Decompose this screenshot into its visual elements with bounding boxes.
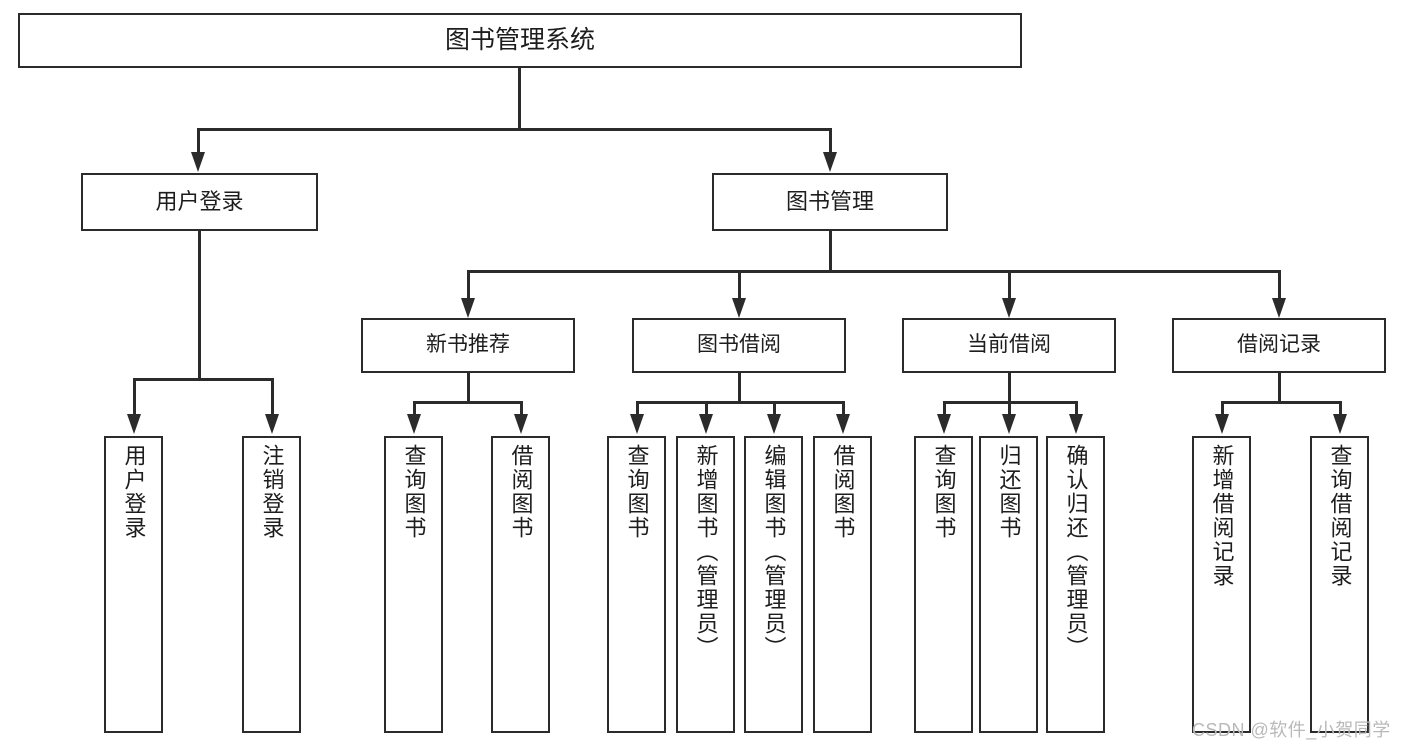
- arrowhead-icon: [265, 414, 279, 434]
- arrowhead-icon: [1272, 298, 1286, 318]
- node-new-book-recommend[interactable]: 新书推荐: [361, 318, 575, 373]
- connector-level2-bus: [468, 270, 1280, 273]
- connector-to-leaf-query-record: [1339, 401, 1342, 418]
- node-root-system[interactable]: 图书管理系统: [18, 13, 1022, 68]
- node-label: 图书借阅: [697, 333, 781, 357]
- arrowhead-icon: [127, 414, 141, 434]
- arrowhead-icon: [407, 414, 421, 434]
- connector-root-to-book-manage: [829, 128, 832, 156]
- arrowhead-icon: [191, 152, 205, 172]
- connector-to-leaf-confirm-return: [1075, 401, 1078, 418]
- node-label: 查询图书: [401, 444, 427, 540]
- connector-to-new-book-recommend: [467, 270, 470, 302]
- node-label: 图书管理系统: [444, 25, 595, 54]
- connector-to-borrow-record: [1278, 270, 1281, 302]
- leaf-add-borrow-record[interactable]: 新增借阅记录: [1192, 436, 1251, 733]
- node-label: 查询图书: [624, 444, 650, 540]
- watermark-text: CSDN @软件_小贺同学: [1192, 720, 1391, 740]
- connector-borrow-record-stem: [1278, 373, 1281, 403]
- leaf-logout[interactable]: 注销登录: [242, 436, 301, 733]
- arrowhead-icon: [514, 414, 528, 434]
- leaf-query-book-borrow[interactable]: 查询图书: [607, 436, 666, 733]
- arrowhead-icon: [732, 298, 746, 318]
- node-label: 图书管理: [785, 189, 874, 215]
- connector-current-borrow-stem: [1008, 373, 1011, 403]
- node-label: 借阅图书: [830, 444, 856, 540]
- connector-root-bus: [198, 128, 832, 131]
- connector-to-leaf-borrow-book-1: [520, 401, 523, 418]
- connector-book-borrow-bus: [637, 401, 844, 404]
- leaf-query-book-current[interactable]: 查询图书: [914, 436, 973, 733]
- connector-to-leaf-return-book: [1008, 401, 1011, 418]
- node-label: 新增图书（管理员）: [693, 444, 719, 660]
- connector-to-book-borrow: [738, 270, 741, 302]
- leaf-borrow-book-recommend[interactable]: 借阅图书: [491, 436, 550, 733]
- node-label: 确认归还（管理员）: [1063, 444, 1089, 660]
- connector-to-leaf-add-record: [1221, 401, 1224, 418]
- connector-borrow-record-bus: [1222, 401, 1341, 404]
- node-book-management[interactable]: 图书管理: [712, 173, 948, 231]
- leaf-user-login[interactable]: 用户登录: [104, 436, 163, 733]
- connector-new-book-bus: [414, 401, 522, 404]
- leaf-borrow-book[interactable]: 借阅图书: [813, 436, 872, 733]
- connector-current-borrow-bus: [944, 401, 1077, 404]
- connector-to-leaf-query-book-2: [636, 401, 639, 418]
- node-label: 借阅记录: [1237, 333, 1321, 357]
- connector-root-stem: [518, 68, 521, 130]
- leaf-edit-book[interactable]: 编辑图书（管理员）: [744, 436, 803, 733]
- node-label: 注销登录: [259, 444, 285, 540]
- arrowhead-icon: [1333, 414, 1347, 434]
- node-book-borrow[interactable]: 图书借阅: [632, 318, 846, 373]
- node-label: 查询图书: [931, 444, 957, 540]
- node-label: 查询借阅记录: [1327, 444, 1353, 588]
- connector-to-current-borrow: [1008, 270, 1011, 302]
- connector-book-manage-stem: [829, 231, 832, 272]
- leaf-query-borrow-record[interactable]: 查询借阅记录: [1310, 436, 1369, 733]
- node-label: 新书推荐: [426, 333, 510, 357]
- connector-new-book-stem: [467, 373, 470, 403]
- connector-to-leaf-logout: [271, 378, 274, 418]
- node-current-borrow[interactable]: 当前借阅: [902, 318, 1116, 373]
- node-user-login[interactable]: 用户登录: [81, 173, 318, 231]
- arrowhead-icon: [836, 414, 850, 434]
- connector-book-borrow-stem: [738, 373, 741, 403]
- node-borrow-record[interactable]: 借阅记录: [1172, 318, 1386, 373]
- leaf-return-book[interactable]: 归还图书: [979, 436, 1038, 733]
- arrowhead-icon: [1069, 414, 1083, 434]
- connector-to-leaf-query-book-3: [943, 401, 946, 418]
- node-label: 借阅图书: [508, 444, 534, 540]
- leaf-confirm-return[interactable]: 确认归还（管理员）: [1046, 436, 1105, 733]
- node-label: 新增借阅记录: [1209, 444, 1235, 588]
- arrowhead-icon: [699, 414, 713, 434]
- node-label: 用户登录: [155, 189, 244, 215]
- connector-user-login-stem: [198, 231, 201, 380]
- arrowhead-icon: [630, 414, 644, 434]
- connector-to-leaf-borrow-book-2: [842, 401, 845, 418]
- leaf-query-book-recommend[interactable]: 查询图书: [384, 436, 443, 733]
- connector-root-to-user-login: [197, 128, 200, 156]
- leaf-add-book[interactable]: 新增图书（管理员）: [676, 436, 735, 733]
- arrowhead-icon: [823, 152, 837, 172]
- connector-to-leaf-user-login: [133, 378, 136, 418]
- connector-user-login-bus: [134, 378, 273, 381]
- arrowhead-icon: [461, 298, 475, 318]
- arrowhead-icon: [767, 414, 781, 434]
- connector-to-leaf-edit-book: [773, 401, 776, 418]
- arrowhead-icon: [1002, 298, 1016, 318]
- connector-to-leaf-query-book-1: [413, 401, 416, 418]
- node-label: 归还图书: [996, 444, 1022, 540]
- arrowhead-icon: [1002, 414, 1016, 434]
- arrowhead-icon: [1215, 414, 1229, 434]
- node-label: 编辑图书（管理员）: [761, 444, 787, 660]
- connector-to-leaf-add-book: [705, 401, 708, 418]
- node-label: 当前借阅: [967, 333, 1051, 357]
- node-label: 用户登录: [121, 444, 147, 540]
- arrowhead-icon: [937, 414, 951, 434]
